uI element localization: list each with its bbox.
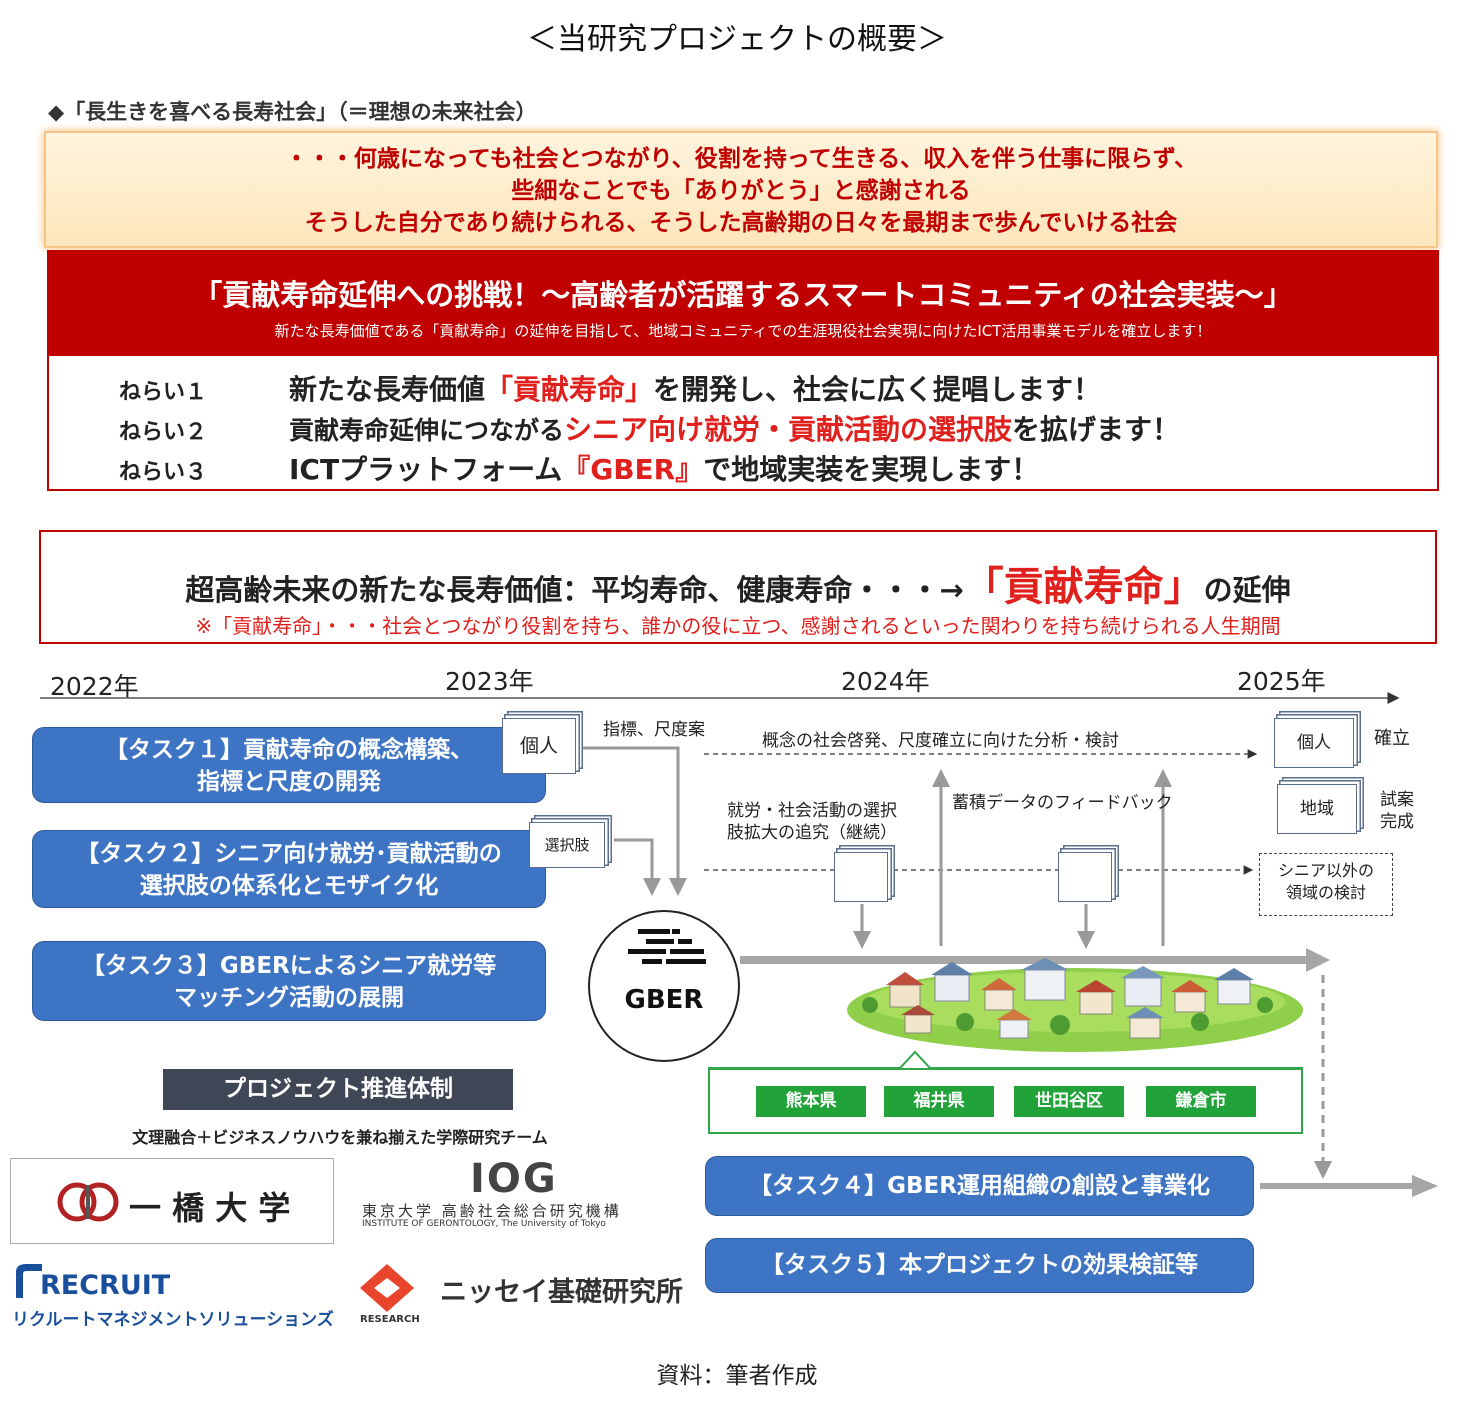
ideal-society-box: ・・・何歳になっても社会とつながり、役割を持って生きる、収入を伴う仕事に限らず、… [44,131,1438,248]
ideal-line: ・・・何歳になっても社会とつながり、役割を持って生きる、収入を伴う仕事に限らず、 [284,146,1198,172]
ideal-heading: ◆「長生きを喜べる長寿社会」（＝理想の未来社会） [48,100,537,124]
aim-text: 新たな長寿価値 [289,373,486,406]
nissay-research-label: RESEARCH [360,1314,420,1325]
doc-region-final: 地域 [1277,784,1357,834]
region-badge: 福井県 [884,1086,994,1117]
note-concept: 概念の社会啓発、尺度確立に向けた分析・検討 [762,731,1119,751]
lifespan-highlight: 「貢献寿命」 [963,564,1204,610]
recruit-name: リクルートマネジメントソリューションズ [12,1310,334,1330]
note-line: 肢拡大の追究（継続） [727,823,897,843]
ideal-line: 些細なことでも「ありがとう」と感謝される [511,178,971,204]
connector-sentakushi-gber [614,838,661,896]
region-pointer [708,1050,1303,1069]
aim-text: ICTプラットフォーム [289,453,563,486]
banner-title: 「貢献寿命延伸への挑戦！～高齢者が活躍するスマートコミュニティの社会実装～」 [193,278,1293,312]
gber-mark-icon [628,929,706,964]
hitotsubashi-emblem-icon [57,1182,119,1222]
task-4-box: 【タスク４】GBER運用組織の創設と事業化 [705,1156,1254,1216]
note-line: 完成 [1380,812,1414,832]
doc-individual-final: 個人 [1274,718,1354,768]
aim-highlight: シニア向け就労・貢献活動の選択肢 [564,413,1013,446]
region-badge: 世田谷区 [1014,1086,1124,1117]
recruit-mark-icon [16,1264,42,1298]
aim-row: ねらい１ 新たな長寿価値「貢献寿命」を開発し、社会に広く提唱します！ [119,368,1101,408]
task-1-line: 【タスク１】貢献寿命の概念構築、 [105,737,473,763]
iog-english: INSTITUTE OF GERONTOLOGY, The University… [362,1219,606,1229]
aim-row: ねらい２ 貢献寿命延伸につながるシニア向け就労・貢献活動の選択肢を拡げます！ [119,408,1180,448]
page-title: ＜当研究プロジェクトの概要＞ [527,22,947,57]
aim-text: を拡げます！ [1012,413,1181,446]
aim-label: ねらい２ [119,420,208,445]
note-line: 試案 [1380,790,1414,810]
gber-logo [588,910,740,1062]
project-banner: 「貢献寿命延伸への挑戦！～高齢者が活躍するスマートコミュニティの社会実装～」 新… [47,250,1439,354]
task-1-box: 【タスク１】貢献寿命の概念構築、 指標と尺度の開発 [32,727,546,803]
aim-text: 貢献寿命延伸につながる [289,416,565,445]
ideal-line: そうした自分であり続けられる、そうした高齢期の日々を最期まで歩んでいける社会 [304,210,1178,236]
year-label: 2024年 [841,667,930,696]
iog-name: 東京大学 高齢社会総合研究機構 [362,1202,622,1220]
region-badge: 鎌倉市 [1146,1086,1256,1117]
task-2-box: 【タスク２】シニア向け就労･貢献活動の 選択肢の体系化とモザイク化 [32,830,546,908]
note-line: シニア以外の [1277,861,1374,880]
note-line: 領域の検討 [1285,883,1366,902]
note-feedback: 蓄積データのフィードバック [952,793,1173,813]
connector-kojin-gber [583,746,687,896]
note-established: 確立 [1374,728,1410,749]
community-houses [862,958,1273,1039]
aim-highlight: 「貢献寿命」 [485,373,654,406]
note-draft-complete: 試案 完成 [1380,789,1414,833]
note-options: 就労・社会活動の選択 肢拡大の追究（継続） [727,800,897,844]
source-note: 資料：筆者作成 [656,1363,818,1389]
aim-highlight: 『GBER』 [562,453,704,486]
doc-stack-icon [1058,852,1112,902]
task4-arrowhead [1412,1175,1438,1197]
lifespan-text: 超高齢未来の新たな長寿価値：平均寿命、健康寿命・・・→ [185,573,964,607]
gber-main-arrowhead [1306,948,1330,972]
note-line: 就労・社会活動の選択 [727,801,897,821]
aim-text: を開発し、社会に広く提唱します！ [653,373,1102,406]
doc-stack-icon [834,852,888,902]
doc-individual: 個人 [502,718,576,774]
lifespan-note: ※「貢献寿命」・・・社会とつながり役割を持ち、誰かの役に立つ、感謝されるといった… [195,614,1281,638]
aims-box: ねらい１ 新たな長寿価値「貢献寿命」を開発し、社会に広く提唱します！ ねらい２ 貢献… [47,354,1439,491]
task-2-line: 選択肢の体系化とモザイク化 [139,873,439,899]
nissay-name: ニッセイ基礎研究所 [440,1277,683,1308]
task-5-box: 【タスク５】本プロジェクトの効果検証等 [705,1238,1254,1293]
hitotsubashi-name: 一 橋 大 学 [129,1189,291,1227]
team-heading: プロジェクト推進体制 [163,1069,513,1110]
aim-label: ねらい１ [119,380,208,405]
lifespan-statement: 超高齢未来の新たな長寿価値：平均寿命、健康寿命・・・→「貢献寿命」の延伸 [41,554,1435,612]
banner-description: 新たな長寿価値である「貢献寿命」の延伸を目指して、地域コミュニティでの生涯現役社… [274,322,1212,340]
aim-text: で地域実装を実現します！ [703,453,1040,486]
lifespan-text: の延伸 [1203,573,1291,607]
region-badge: 熊本県 [756,1086,866,1117]
aim-row: ねらい３ ICTプラットフォーム『GBER』で地域実装を実現します！ [119,448,1039,488]
iog-logo: IOG [470,1156,558,1202]
task-3-line: 【タスク３】GBERによるシニア就労等 [81,953,497,979]
task-3-box: 【タスク３】GBERによるシニア就労等 マッチング活動の展開 [32,941,546,1021]
gber-label: GBER [624,985,704,1015]
task-2-line: 【タスク２】シニア向け就労･貢献活動の [76,841,502,867]
hitotsubashi-logo: 一 橋 大 学 [10,1158,334,1244]
nissay-mark-icon [360,1264,414,1312]
recruit-logo: RECRUIT [40,1270,171,1301]
aim-label: ねらい３ [119,460,208,485]
year-label: 2023年 [445,667,534,696]
year-label: 2025年 [1237,667,1326,696]
note-non-senior: シニア以外の 領域の検討 [1259,853,1393,916]
note-indicator-draft: 指標、尺度案 [603,720,705,740]
doc-options: 選択肢 [529,822,605,868]
year-label: 2022年 [50,672,139,701]
team-description: 文理融合＋ビジネスノウハウを兼ね揃えた学際研究チーム [132,1128,548,1147]
task-1-line: 指標と尺度の開発 [197,769,381,795]
contribution-lifespan-box: 超高齢未来の新たな長寿価値：平均寿命、健康寿命・・・→「貢献寿命」の延伸 ※「貢… [39,530,1437,644]
task-3-line: マッチング活動の展開 [174,985,404,1011]
